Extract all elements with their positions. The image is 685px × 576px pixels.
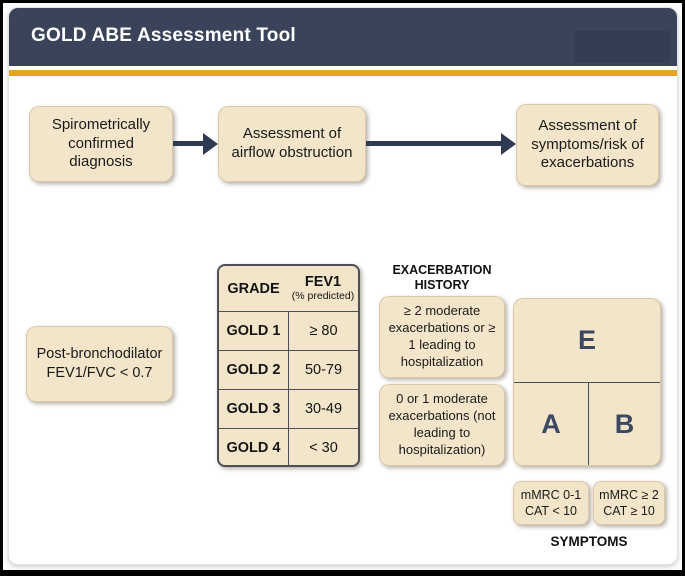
- flow-step-label: Assessment of symptoms/risk of exacerbat…: [531, 116, 644, 172]
- mmrc-low-label: mMRC 0-1: [520, 487, 582, 502]
- fev1-value-cell: 50-79: [304, 362, 343, 378]
- content-card: GOLD ABE Assessment Tool Spirometrically…: [8, 7, 678, 565]
- table-row: GOLD 2 50-79: [219, 351, 358, 390]
- exacerbation-low-risk-box: 0 or 1 moderate exacerbations (not leadi…: [379, 384, 505, 466]
- cat-high-label: CAT ≥ 10: [603, 504, 655, 518]
- exacerbation-high-risk-label: ≥ 2 moderate exacerbations or ≥ 1 leadin…: [388, 303, 496, 369]
- page-title: GOLD ABE Assessment Tool: [31, 25, 296, 46]
- grade-cell: GOLD 4: [219, 429, 289, 467]
- group-a-cell: A: [514, 383, 589, 465]
- group-b-cell: B: [614, 408, 635, 439]
- flow-step-diagnosis: Spirometrically confirmed diagnosis: [29, 106, 173, 182]
- fev1-header-sublabel: (% predicted): [291, 289, 355, 302]
- fev1-value-cell: < 30: [309, 440, 338, 456]
- group-e-cell: E: [514, 299, 660, 383]
- cat-low-label: CAT < 10: [525, 504, 577, 518]
- exacerbation-high-risk-box: ≥ 2 moderate exacerbations or ≥ 1 leadin…: [379, 296, 505, 378]
- exacerbation-low-risk-label: 0 or 1 moderate exacerbations (not leadi…: [388, 391, 496, 457]
- symptoms-low-box: mMRC 0-1 CAT < 10: [513, 481, 589, 525]
- criteria-label: Post-bronchodilator FEV1/FVC < 0.7: [36, 346, 163, 381]
- flow-step-label: Assessment of airflow obstruction: [231, 125, 353, 161]
- grade-cell: GOLD 2: [219, 351, 289, 389]
- flow-step-symptoms-risk: Assessment of symptoms/risk of exacerbat…: [516, 104, 659, 186]
- logo-placeholder: [575, 31, 670, 63]
- table-row: GOLD 4 < 30: [219, 429, 358, 467]
- grade-column-header: GRADE: [227, 280, 280, 297]
- fev1-value-cell: ≥ 80: [309, 323, 338, 339]
- fev1-header-label: FEV1: [304, 274, 342, 291]
- fev1-column-header: FEV1 (% predicted): [288, 275, 358, 301]
- abe-grid: E A B: [513, 298, 661, 466]
- flow-step-airflow: Assessment of airflow obstruction: [218, 106, 366, 182]
- grade-cell: GOLD 3: [219, 390, 289, 428]
- app-frame: GOLD ABE Assessment Tool Spirometrically…: [3, 3, 682, 570]
- mmrc-high-label: mMRC ≥ 2: [599, 487, 659, 502]
- symptoms-high-box: mMRC ≥ 2 CAT ≥ 10: [593, 481, 665, 525]
- arrow-right-icon: [501, 133, 516, 155]
- grade-table-header-row: GRADE FEV1 (% predicted): [219, 266, 358, 312]
- table-row: GOLD 1 ≥ 80: [219, 312, 358, 351]
- exacerbation-heading: EXACERBATION HISTORY: [392, 263, 492, 292]
- accent-divider: [9, 70, 677, 76]
- title-bar: GOLD ABE Assessment Tool: [9, 8, 677, 66]
- arrow-right-icon: [203, 133, 218, 155]
- table-row: GOLD 3 30-49: [219, 390, 358, 429]
- grade-cell: GOLD 1: [219, 312, 289, 350]
- flow-step-label: Spirometrically confirmed diagnosis: [51, 115, 151, 171]
- flow-arrow-2-line: [366, 141, 501, 146]
- flow-arrow-1-line: [173, 141, 203, 146]
- symptoms-heading: SYMPTOMS: [550, 534, 628, 549]
- fev1-value-cell: 30-49: [304, 401, 343, 417]
- criteria-box: Post-bronchodilator FEV1/FVC < 0.7: [26, 326, 173, 402]
- grade-table: GRADE FEV1 (% predicted) GOLD 1 ≥ 80 GOL…: [217, 264, 360, 467]
